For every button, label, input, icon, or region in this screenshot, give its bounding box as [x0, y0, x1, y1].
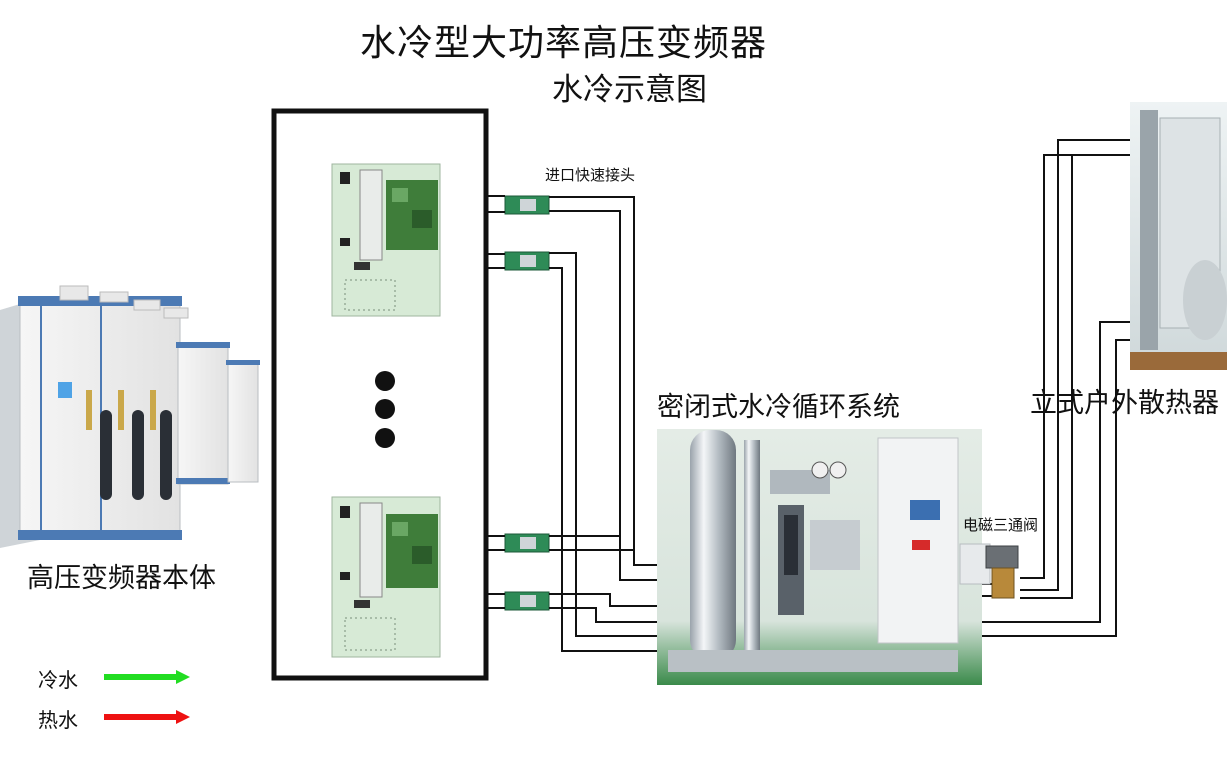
ellipsis-dot: [375, 428, 395, 448]
three-way-valve: [959, 543, 1019, 599]
legend-arrow-cold: [104, 670, 190, 684]
cooling-system-label: 密闭式水冷循环系统: [657, 392, 900, 423]
power-unit-top: [331, 163, 441, 317]
outdoor-radiator: [1130, 102, 1227, 370]
ellipsis-dot: [375, 399, 395, 419]
legend-hot-label: 热水: [38, 708, 78, 732]
quick-connector: [504, 195, 550, 215]
cooling-system-unit: [657, 429, 982, 685]
diagram-title: 水冷型大功率高压变频器: [360, 23, 768, 64]
diagram-subtitle: 水冷示意图: [552, 72, 707, 108]
legend-cold-label: 冷水: [38, 668, 78, 692]
quick-connector: [504, 251, 550, 271]
inverter-body-label: 高压变频器本体: [27, 563, 216, 594]
power-unit-bottom: [331, 496, 441, 658]
inverter-cabinet-row: [0, 285, 260, 548]
inlet-connector-label: 进口快速接头: [545, 166, 636, 184]
three-way-valve-label: 电磁三通阀: [963, 516, 1039, 534]
outdoor-radiator-label: 立式户外散热器: [1030, 388, 1219, 419]
legend-arrow-hot: [104, 710, 190, 724]
ellipsis-dot: [375, 371, 395, 391]
pipe-network: [486, 139, 1130, 652]
quick-connector: [504, 591, 550, 611]
quick-connector: [504, 533, 550, 553]
